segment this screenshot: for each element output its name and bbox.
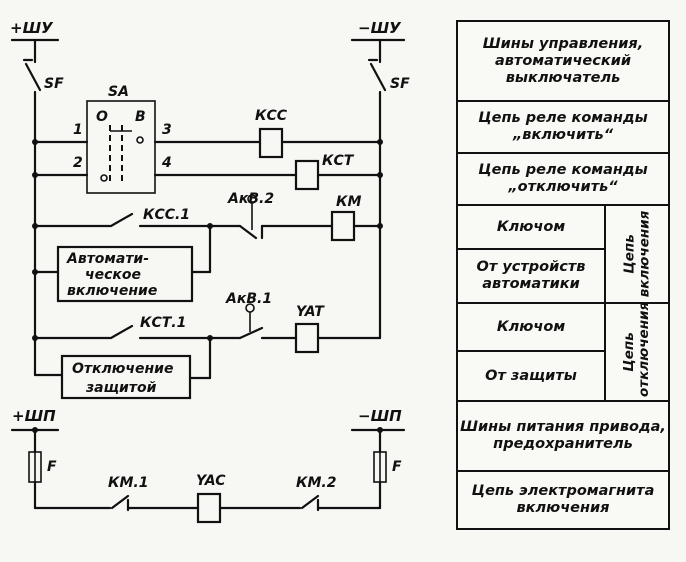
legend-close-circuit-text: Цепь включения — [621, 210, 652, 298]
auto-close-line-1: Автомати- — [66, 251, 149, 267]
switch-terminal-4: 4 — [161, 155, 172, 171]
legend-close-by-key: Ключом — [456, 204, 606, 250]
junction-dot — [32, 427, 38, 433]
junction-dot — [207, 223, 213, 229]
left-breaker-label: SF — [44, 76, 64, 92]
prot-trip-line-2: защитой — [85, 380, 157, 396]
kct-coil-label: КСТ — [322, 153, 355, 169]
km2-contact — [300, 494, 320, 510]
km-coil — [330, 210, 356, 242]
km-coil-label: КМ — [336, 194, 361, 210]
ctrl-plus-bus-label: +ШУ — [10, 19, 54, 37]
legend-close-circuit: Цепь включения — [604, 204, 670, 304]
km2-contact-label: КМ.2 — [296, 475, 336, 491]
junction-dot — [32, 335, 38, 341]
pwr-plus-bus-label: +ШП — [12, 407, 56, 425]
legend-trip-by-protection-text: От защиты — [485, 367, 577, 384]
legend-close-by-auto-text: От устройств автоматики — [476, 259, 586, 292]
legend-trip-by-protection: От защиты — [456, 350, 606, 402]
kct1-contact-label: КСТ.1 — [140, 315, 186, 331]
switch-contact-lower — [100, 174, 108, 182]
junction-dot — [377, 139, 383, 145]
akv1-head — [245, 303, 255, 313]
akv1-contact-label: АкВ.1 — [225, 291, 272, 307]
junction-dot — [377, 427, 383, 433]
yac-coil-label: YAC — [196, 473, 226, 489]
legend-trip-circuit-text: Цепь отключения — [621, 301, 652, 397]
switch-pos-off: О — [96, 109, 108, 125]
switch-pos-on: В — [135, 109, 146, 125]
prot-trip-line-1: Отключение — [72, 361, 173, 377]
junction-dot — [377, 223, 383, 229]
legend-trip-cmd-relay: Цепь реле команды „отключить“ — [456, 152, 670, 206]
junction-dot — [207, 335, 213, 341]
right-fuse-label: F — [392, 459, 402, 475]
legend-drive-power-buses-text: Шины питания привода, предохранитель — [460, 419, 666, 452]
legend-trip-circuit: Цепь отключения — [604, 302, 670, 402]
legend-close-by-auto: От устройств автоматики — [456, 248, 606, 304]
legend-drive-power-buses: Шины питания привода, предохранитель — [456, 400, 670, 472]
junction-dot — [377, 172, 383, 178]
akv2-contact-label: АкВ.2 — [227, 191, 274, 207]
km1-contact-label: КМ.1 — [108, 475, 148, 491]
kct1-contact — [109, 324, 134, 340]
left-breaker-contact — [24, 62, 42, 92]
junction-dot — [32, 139, 38, 145]
junction-dot — [32, 269, 38, 275]
switch-terminal-1: 1 — [73, 122, 83, 138]
kcc-coil — [258, 127, 284, 159]
switch-contact-upper — [136, 136, 144, 144]
legend-trip-cmd-relay-text: Цепь реле команды „отключить“ — [478, 162, 648, 195]
legend-close-cmd-relay: Цепь реле команды „включить“ — [456, 100, 670, 154]
legend-control-buses: Шины управления, автоматический выключат… — [456, 20, 670, 102]
kcc1-contact — [109, 212, 134, 228]
yat-coil-label: YAT — [296, 304, 325, 320]
auto-close-box — [56, 245, 194, 303]
akv2-contact — [238, 224, 258, 240]
kct-coil — [294, 159, 320, 191]
kcc1-contact-label: КСС.1 — [143, 207, 190, 223]
junction-dot — [32, 172, 38, 178]
legend-trip-by-key: Ключом — [456, 302, 606, 352]
left-fuse-label: F — [47, 459, 57, 475]
akv1-contact — [238, 326, 264, 340]
switch-name: SA — [108, 84, 129, 100]
akv2-head — [247, 194, 257, 204]
km1-contact — [110, 494, 130, 510]
legend-close-cmd-relay-text: Цепь реле команды „включить“ — [478, 110, 648, 143]
legend-control-buses-text: Шины управления, автоматический выключат… — [482, 35, 644, 86]
auto-close-line-3: включение — [67, 283, 157, 299]
yac-coil — [196, 492, 222, 524]
junction-dot — [32, 223, 38, 229]
ctrl-minus-bus-label: −ШУ — [358, 19, 402, 37]
kcc-coil-label: КСС — [255, 108, 288, 124]
legend-close-magnet-circuit: Цепь электромагнита включения — [456, 470, 670, 530]
legend-trip-by-key-text: Ключом — [496, 318, 566, 335]
legend-close-by-key-text: Ключом — [496, 218, 566, 235]
yat-coil — [294, 322, 320, 354]
switch-terminal-2: 2 — [73, 155, 83, 171]
right-breaker-label: SF — [390, 76, 410, 92]
switch-terminal-3: 3 — [162, 122, 172, 138]
auto-close-line-2: ческое — [85, 267, 141, 283]
legend-close-magnet-circuit-text: Цепь электромагнита включения — [471, 483, 655, 516]
right-breaker-contact — [369, 62, 387, 92]
pwr-minus-bus-label: −ШП — [358, 407, 402, 425]
control-circuit-diagram: +ШУ −ШУ SF SF SA О В 1 2 3 4 КСС КСТ КСС… — [10, 19, 410, 524]
switch-body — [86, 100, 156, 194]
